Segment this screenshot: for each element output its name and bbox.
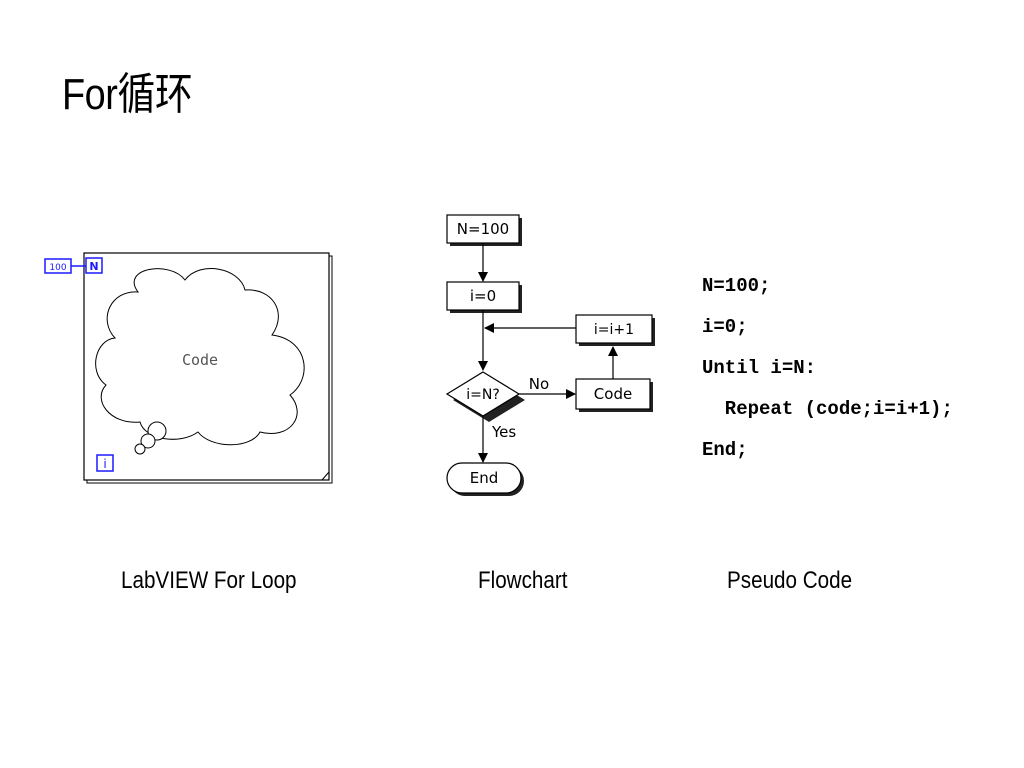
pseudo-code-block: N=100; i=0; Until i=N: Repeat (code;i=i+… <box>702 274 953 479</box>
labview-for-loop-diagram: 100 N Code i <box>44 252 333 484</box>
flowchart-caption: Flowchart <box>478 567 568 594</box>
code-cloud <box>95 268 305 446</box>
count-terminal-label: N <box>89 260 98 273</box>
flow-start-box <box>446 214 520 244</box>
flow-increment-box <box>575 314 653 344</box>
slide-title: For循环 <box>62 70 193 119</box>
labview-caption: LabVIEW For Loop <box>121 567 297 594</box>
pseudo-code-caption: Pseudo Code <box>727 567 853 594</box>
code-label: Code <box>182 351 218 369</box>
pseudo-code-line: End; <box>702 439 748 461</box>
flow-yes-label: Yes <box>491 423 516 441</box>
flow-no-label: No <box>529 375 549 393</box>
flow-init-label: i=0 <box>470 287 496 305</box>
pseudo-code-line: Until i=N: <box>702 357 817 379</box>
pseudo-code-line: i=0; <box>702 316 748 338</box>
iteration-terminal <box>96 454 114 472</box>
flow-end-terminator <box>446 462 522 494</box>
iteration-terminal-label: i <box>103 457 106 471</box>
flow-end-label: End <box>470 469 499 487</box>
count-terminal <box>85 257 103 274</box>
flow-decision-label: i=N? <box>466 387 500 403</box>
count-constant-label: 100 <box>49 263 66 273</box>
flow-code-box <box>575 378 651 410</box>
flowchart-diagram: N=100 i=0 i=i+1 i=N? No Code Yes End <box>445 214 655 496</box>
flow-init-box <box>446 281 520 311</box>
pseudo-code-line: Repeat (code;i=i+1); <box>702 398 953 420</box>
flow-start-label: N=100 <box>457 220 509 238</box>
pseudo-code-line: N=100; <box>702 275 771 297</box>
flow-code-label: Code <box>594 385 632 403</box>
flow-increment-label: i=i+1 <box>594 322 634 338</box>
